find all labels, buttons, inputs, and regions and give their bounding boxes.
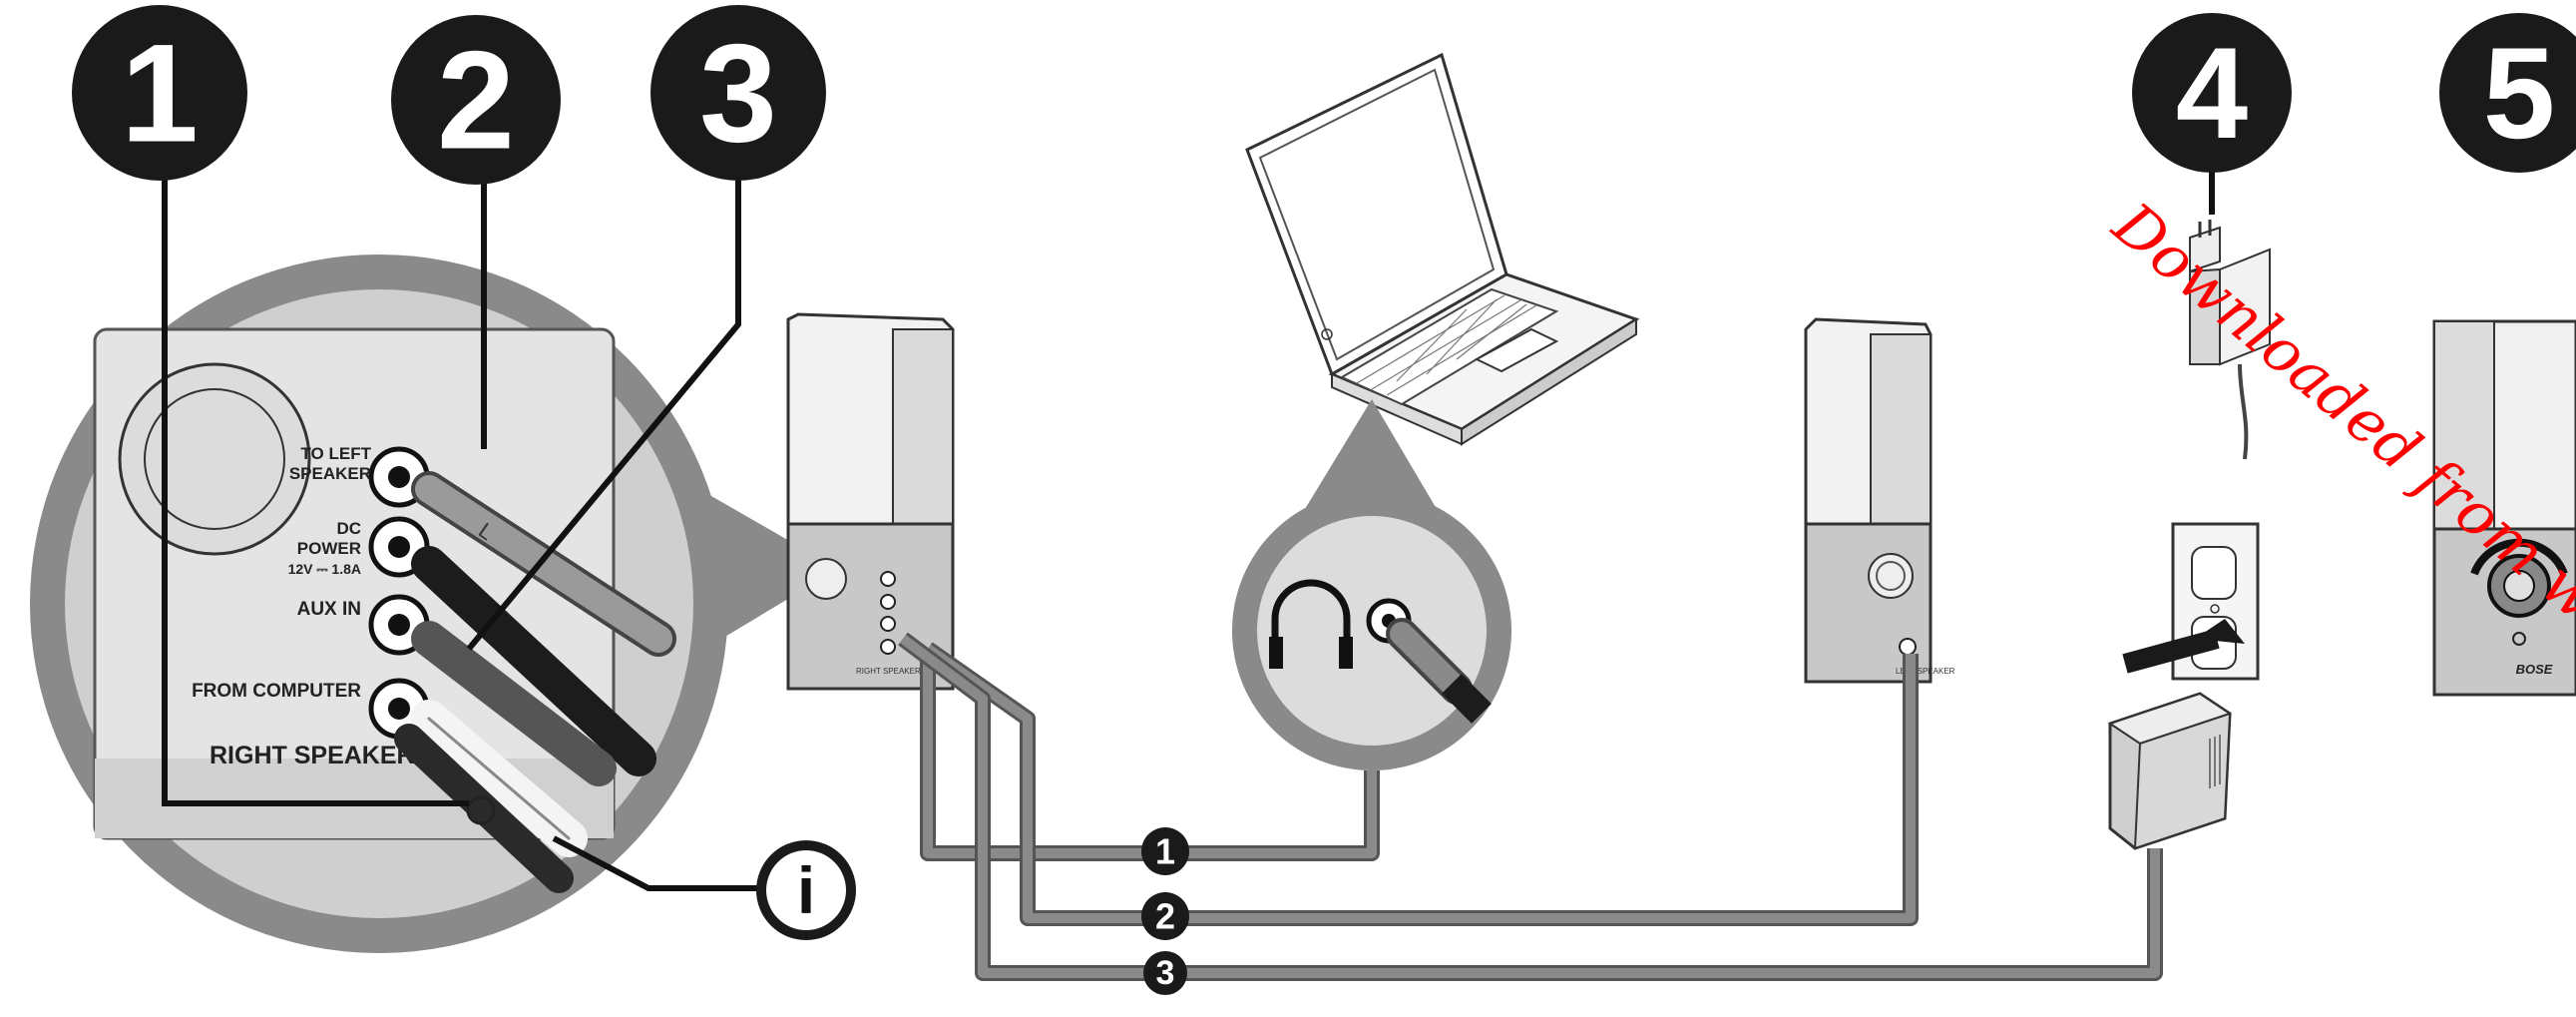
step-badge-1: 1 (72, 5, 247, 181)
headphones-icon (1269, 579, 1353, 669)
bose-logo: BOSE (2516, 662, 2553, 677)
cable-number-2: 2 (1155, 896, 1175, 937)
cable-number-1: 1 (1155, 831, 1175, 872)
label-dc-power-3: 12V ⎓ 1.8A (288, 561, 361, 577)
power-adapter-bottom (2107, 692, 2233, 850)
connector-panel-callout: TO LEFT SPEAKER DC POWER 12V ⎓ 1.8A AUX … (30, 254, 838, 953)
step-number-1: 1 (121, 15, 199, 172)
label-dc-power-2: POWER (297, 539, 361, 558)
label-right-speaker-panel: RIGHT SPEAKER (210, 742, 415, 769)
step-number-3: 3 (699, 15, 777, 172)
power-indicator (2512, 632, 2526, 646)
headphone-callout (1232, 399, 1511, 770)
laptop (1245, 52, 1640, 446)
panel-cables (394, 471, 676, 893)
label-to-left-speaker-2: SPEAKER (289, 464, 371, 483)
step-badge-4: 4 (2132, 13, 2292, 173)
left-speaker-label: LEFT SPEAKER (1896, 667, 1955, 676)
plug-in-arrow (2122, 629, 2220, 674)
label-to-left-speaker-1: TO LEFT (300, 444, 371, 463)
cable-runs (898, 632, 2163, 981)
info-icon-glyph: i (797, 853, 815, 927)
step-number-2: 2 (437, 22, 515, 179)
cable-badge-2: 2 (1141, 892, 1189, 940)
cable-badge-3: 3 (1143, 951, 1187, 995)
step-number-5: 5 (2483, 20, 2555, 166)
leader-lines (162, 140, 2215, 891)
step-badge-2: 2 (391, 15, 561, 185)
step-badge-5: 5 (2439, 13, 2576, 173)
power-adapter-top (2189, 220, 2271, 460)
cable-number-3: 3 (1156, 954, 1175, 992)
left-speaker: LEFT SPEAKER (1804, 317, 1955, 684)
label-dc-power-1: DC (336, 519, 361, 538)
right-speaker: RIGHT SPEAKER (786, 312, 955, 691)
right-speaker-label: RIGHT SPEAKER (856, 667, 921, 676)
label-aux-in: AUX IN (297, 599, 361, 620)
step-number-4: 4 (2176, 20, 2248, 166)
plug-marker-icon (466, 795, 496, 825)
step-badge-3: 3 (650, 5, 826, 181)
label-from-computer: FROM COMPUTER (192, 681, 361, 702)
port-hole (118, 362, 311, 556)
cable-badge-1: 1 (1141, 827, 1189, 875)
volume-rotate-arrow-icon (2470, 538, 2568, 576)
info-icon: i (756, 840, 856, 940)
volume-speaker: BOSE (2432, 319, 2576, 697)
